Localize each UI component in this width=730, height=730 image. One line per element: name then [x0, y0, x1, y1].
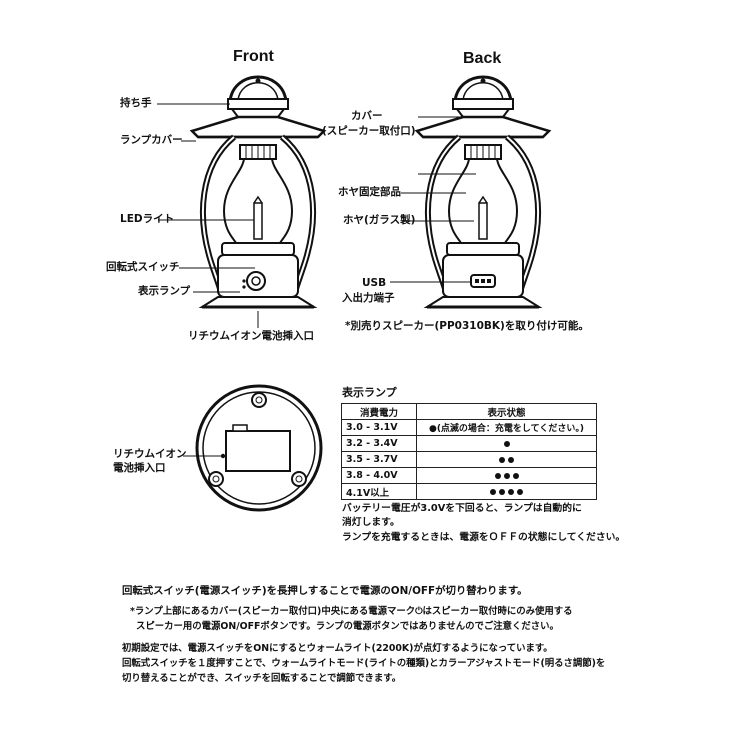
- state-cell: ●(点滅の場合：充電をしてください。): [416, 419, 597, 436]
- indicator-dot-icon: [508, 456, 514, 463]
- state-dots-cell: [416, 483, 597, 500]
- voltage-cell: 3.0 - 3.1V: [341, 419, 417, 436]
- indicator-dot-icon: [512, 472, 519, 479]
- indicator-dot-icon: [503, 440, 510, 447]
- front-lantern: [192, 77, 324, 307]
- indicator-dot-icon: [494, 472, 501, 479]
- back-lantern: [417, 77, 549, 307]
- header-power: 消費電力: [341, 403, 417, 420]
- label-globe-fixture: ホヤ固定部品: [338, 186, 401, 198]
- label-lamp-cover: ランプカバー: [120, 134, 183, 146]
- table-row: 3.8 - 4.0V: [341, 467, 597, 484]
- instruction-line5: 回転式スイッチを１度押すことで、ウォームライトモード(ライトの種類)とカラーアジ…: [122, 658, 606, 669]
- charging-note: ランプを充電するときは、電源をＯＦＦの状態にしてください。: [342, 532, 626, 543]
- indicator-dot-icon: [503, 472, 510, 479]
- label-usb: USB: [362, 277, 387, 289]
- indicator-dot-icon: [517, 488, 523, 495]
- label-battery-slot: リチウムイオン電池挿入口: [188, 330, 314, 342]
- table-row: 4.1V以上: [341, 483, 597, 500]
- indicator-dot-icon: [499, 456, 505, 463]
- lamp-table: 消費電力 表示状態 3.0 - 3.1V ●(点滅の場合：充電をしてください。)…: [341, 403, 597, 500]
- state-dots-cell: [416, 467, 597, 484]
- header-state: 表示状態: [416, 403, 597, 420]
- battery-note-line1: バッテリー電圧が3.0Vを下回ると、ランプは自動的に: [342, 503, 582, 514]
- indicator-dot-icon: [499, 488, 505, 495]
- state-dots-cell: [416, 435, 597, 452]
- speaker-note: *別売りスピーカー(PP0310BK)を取り付け可能。: [345, 320, 589, 332]
- voltage-cell: 3.8 - 4.0V: [341, 467, 417, 484]
- label-indicator-lamp: 表示ランプ: [138, 285, 191, 297]
- label-bottom-battery-sub: 電池挿入口: [113, 462, 166, 474]
- table-row: 3.0 - 3.1V ●(点滅の場合：充電をしてください。): [341, 419, 597, 436]
- instruction-line1: 回転式スイッチ(電源スイッチ)を長押しすることで電源のON/OFFが切り替わりま…: [122, 585, 528, 597]
- voltage-cell: 3.5 - 3.7V: [341, 451, 417, 468]
- state-dots-cell: [416, 451, 597, 468]
- label-globe: ホヤ(ガラス製): [343, 214, 416, 226]
- label-rotary-switch: 回転式スイッチ: [106, 261, 180, 273]
- voltage-cell: 4.1V以上: [341, 483, 417, 500]
- lamp-table-title: 表示ランプ: [342, 386, 397, 399]
- instruction-line3: スピーカー用の電源ON/OFFボタンです。ランプの電源ボタンではありませんのでご…: [136, 621, 559, 632]
- instruction-line6: 切り替えることができ、スイッチを回転することで調節できます。: [122, 673, 402, 684]
- label-cover-sub: (スピーカー取付口): [322, 125, 416, 137]
- instruction-line2: *ランプ上部にあるカバー(スピーカー取付口)中央にある電源マーク⏻はスピーカー取…: [130, 606, 573, 617]
- battery-note-line2: 消灯します。: [342, 517, 400, 528]
- back-heading: Back: [463, 50, 502, 67]
- table-row: 3.2 - 3.4V: [341, 435, 597, 452]
- bottom-view: [195, 384, 323, 512]
- indicator-dot-icon: [490, 488, 496, 495]
- label-bottom-battery: リチウムイオン: [113, 448, 187, 460]
- front-heading: Front: [233, 48, 274, 65]
- instruction-line4: 初期設定では、電源スイッチをONにするとウォームライト(2200K)が点灯するよ…: [122, 643, 553, 654]
- label-led-light: LEDライト: [120, 213, 175, 225]
- label-handle: 持ち手: [120, 97, 152, 109]
- table-row: 3.5 - 3.7V: [341, 451, 597, 468]
- lamp-table-header-row: 消費電力 表示状態: [341, 403, 597, 420]
- label-usb-sub: 入出力端子: [342, 292, 395, 304]
- voltage-cell: 3.2 - 3.4V: [341, 435, 417, 452]
- label-cover: カバー: [351, 110, 383, 122]
- indicator-dot-icon: [508, 488, 514, 495]
